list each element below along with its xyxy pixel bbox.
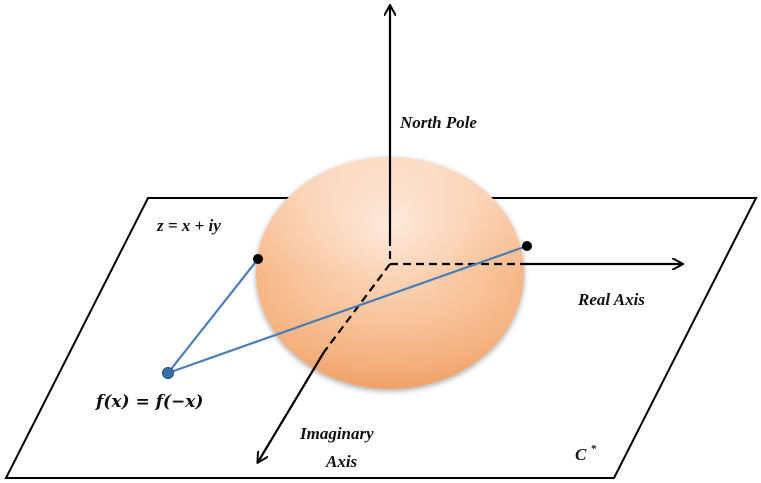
symmetry-equation-label: f(x) = f(−x) [95,392,203,412]
imaginary-axis [258,351,325,462]
complex-number-label: z = x + iy [156,216,221,235]
sphere-point-right [522,241,532,251]
imaginary-axis-label-line2: Axis [325,452,358,471]
riemann-sphere [256,157,524,389]
c-star-letter: C [575,445,587,464]
sphere-point-left [253,254,263,264]
c-star-label: C * [575,443,597,464]
projection-line-right [167,244,528,375]
real-axis-label: Real Axis [577,290,645,309]
c-star-superscript: * [591,443,597,455]
imaginary-axis-label-line1: Imaginary [299,424,374,443]
north-pole-label: North Pole [399,113,477,132]
projection-line-left [167,258,259,374]
imaginary-axis-hidden [323,263,391,353]
projection-point [162,367,174,379]
